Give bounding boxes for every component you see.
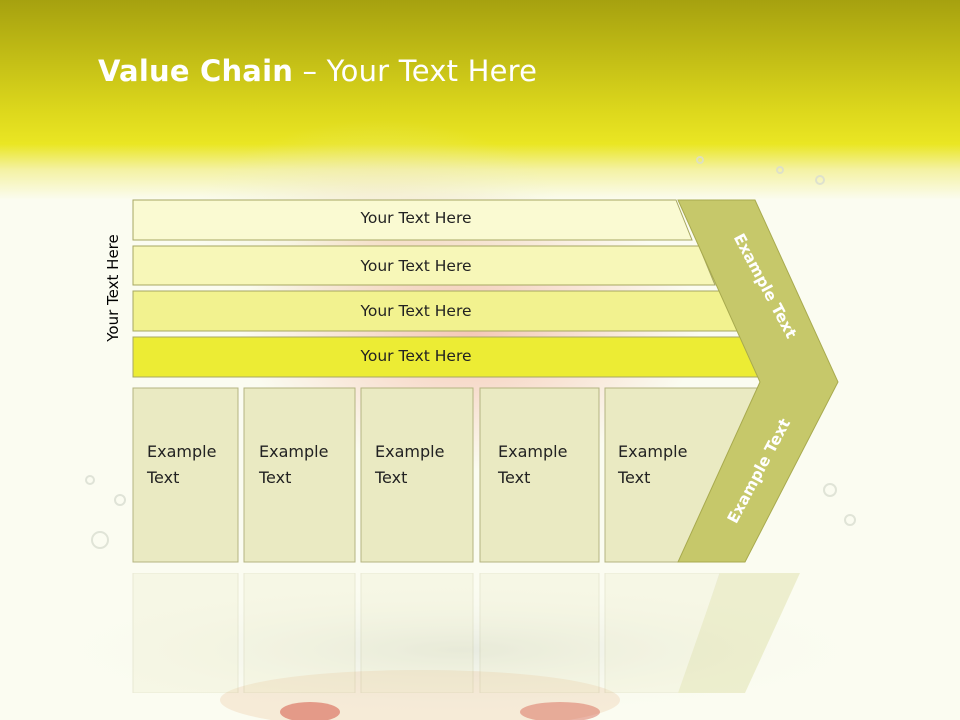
- support-row-4-label: Your Text Here: [360, 347, 472, 365]
- box-4-line1: Example: [498, 442, 568, 461]
- support-row-2-label: Your Text Here: [360, 257, 472, 275]
- support-row-1-label: Your Text Here: [360, 209, 472, 227]
- primary-box-2: [243, 387, 356, 563]
- box-4-line2: Text: [498, 468, 531, 487]
- title-rest: – Your Text Here: [293, 54, 538, 88]
- box-5-line1: Example: [618, 442, 688, 461]
- support-row-2: [132, 245, 716, 286]
- box-1-line2: Text: [147, 468, 180, 487]
- margin-chevron: [677, 199, 839, 563]
- primary-box-4: [479, 387, 600, 563]
- primary-box-2-label: Example Text: [259, 439, 359, 491]
- box-3-line1: Example: [375, 442, 445, 461]
- primary-box-3-label: Example Text: [375, 439, 475, 491]
- box-1-line1: Example: [147, 442, 217, 461]
- primary-box-4-label: Example Text: [498, 439, 598, 491]
- slide-title: Value Chain – Your Text Here: [98, 54, 537, 88]
- box-5-line2: Text: [618, 468, 651, 487]
- support-row-1: [132, 199, 693, 241]
- support-row-3-label: Your Text Here: [360, 302, 472, 320]
- title-bold: Value Chain: [98, 54, 294, 88]
- primary-box-1-label: Example Text: [147, 439, 247, 491]
- box-2-line1: Example: [259, 442, 329, 461]
- primary-box-1: [132, 387, 239, 563]
- primary-box-3: [360, 387, 474, 563]
- primary-box-5-label: Example Text: [618, 439, 718, 491]
- box-2-line2: Text: [259, 468, 292, 487]
- box-3-line2: Text: [375, 468, 408, 487]
- side-label: Your Text Here: [104, 234, 122, 342]
